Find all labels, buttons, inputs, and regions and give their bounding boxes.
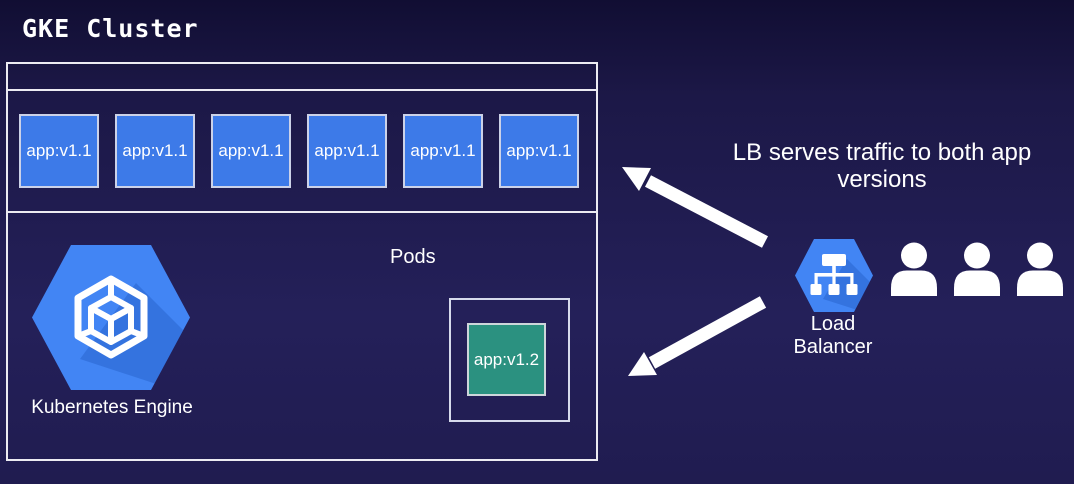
load-balancer-label: Load Balancer (783, 313, 883, 359)
pods-row: app:v1.1 app:v1.1 app:v1.1 app:v1.1 app:… (8, 91, 596, 213)
page-title: GKE Cluster (22, 14, 199, 43)
user-icon (891, 242, 937, 296)
pod-v1-box: app:v1.1 (211, 114, 291, 188)
load-balancer-label-line2: Balancer (793, 336, 873, 358)
kubernetes-engine-label: Kubernetes Engine (31, 397, 193, 418)
cluster-header-strip (8, 64, 596, 91)
lb-annotation-line2: versions (837, 166, 927, 193)
pods-section-label: Pods (390, 246, 436, 268)
lb-annotation-line1: LB serves traffic to both app (732, 139, 1032, 166)
pod-v1-box: app:v1.1 (403, 114, 483, 188)
gke-cluster-box: app:v1.1 app:v1.1 app:v1.1 app:v1.1 app:… (6, 62, 598, 461)
pod-v2-outer-box: app:v1.2 (449, 298, 570, 422)
lb-annotation: LB serves traffic to both app versions (712, 139, 1052, 193)
pod-v2-box: app:v1.2 (467, 323, 546, 396)
kubernetes-engine-icon (32, 245, 190, 390)
load-balancer-label-line1: Load (810, 313, 856, 335)
users-group (890, 242, 1064, 297)
user-icon (954, 242, 1000, 296)
pod-v1-box: app:v1.1 (307, 114, 387, 188)
pod-v1-box: app:v1.1 (115, 114, 195, 188)
load-balancer-icon (795, 239, 873, 312)
pod-v1-box: app:v1.1 (19, 114, 99, 188)
arrow-down-left-icon (628, 296, 767, 376)
pod-v1-box: app:v1.1 (499, 114, 579, 188)
user-icon (1017, 242, 1063, 296)
